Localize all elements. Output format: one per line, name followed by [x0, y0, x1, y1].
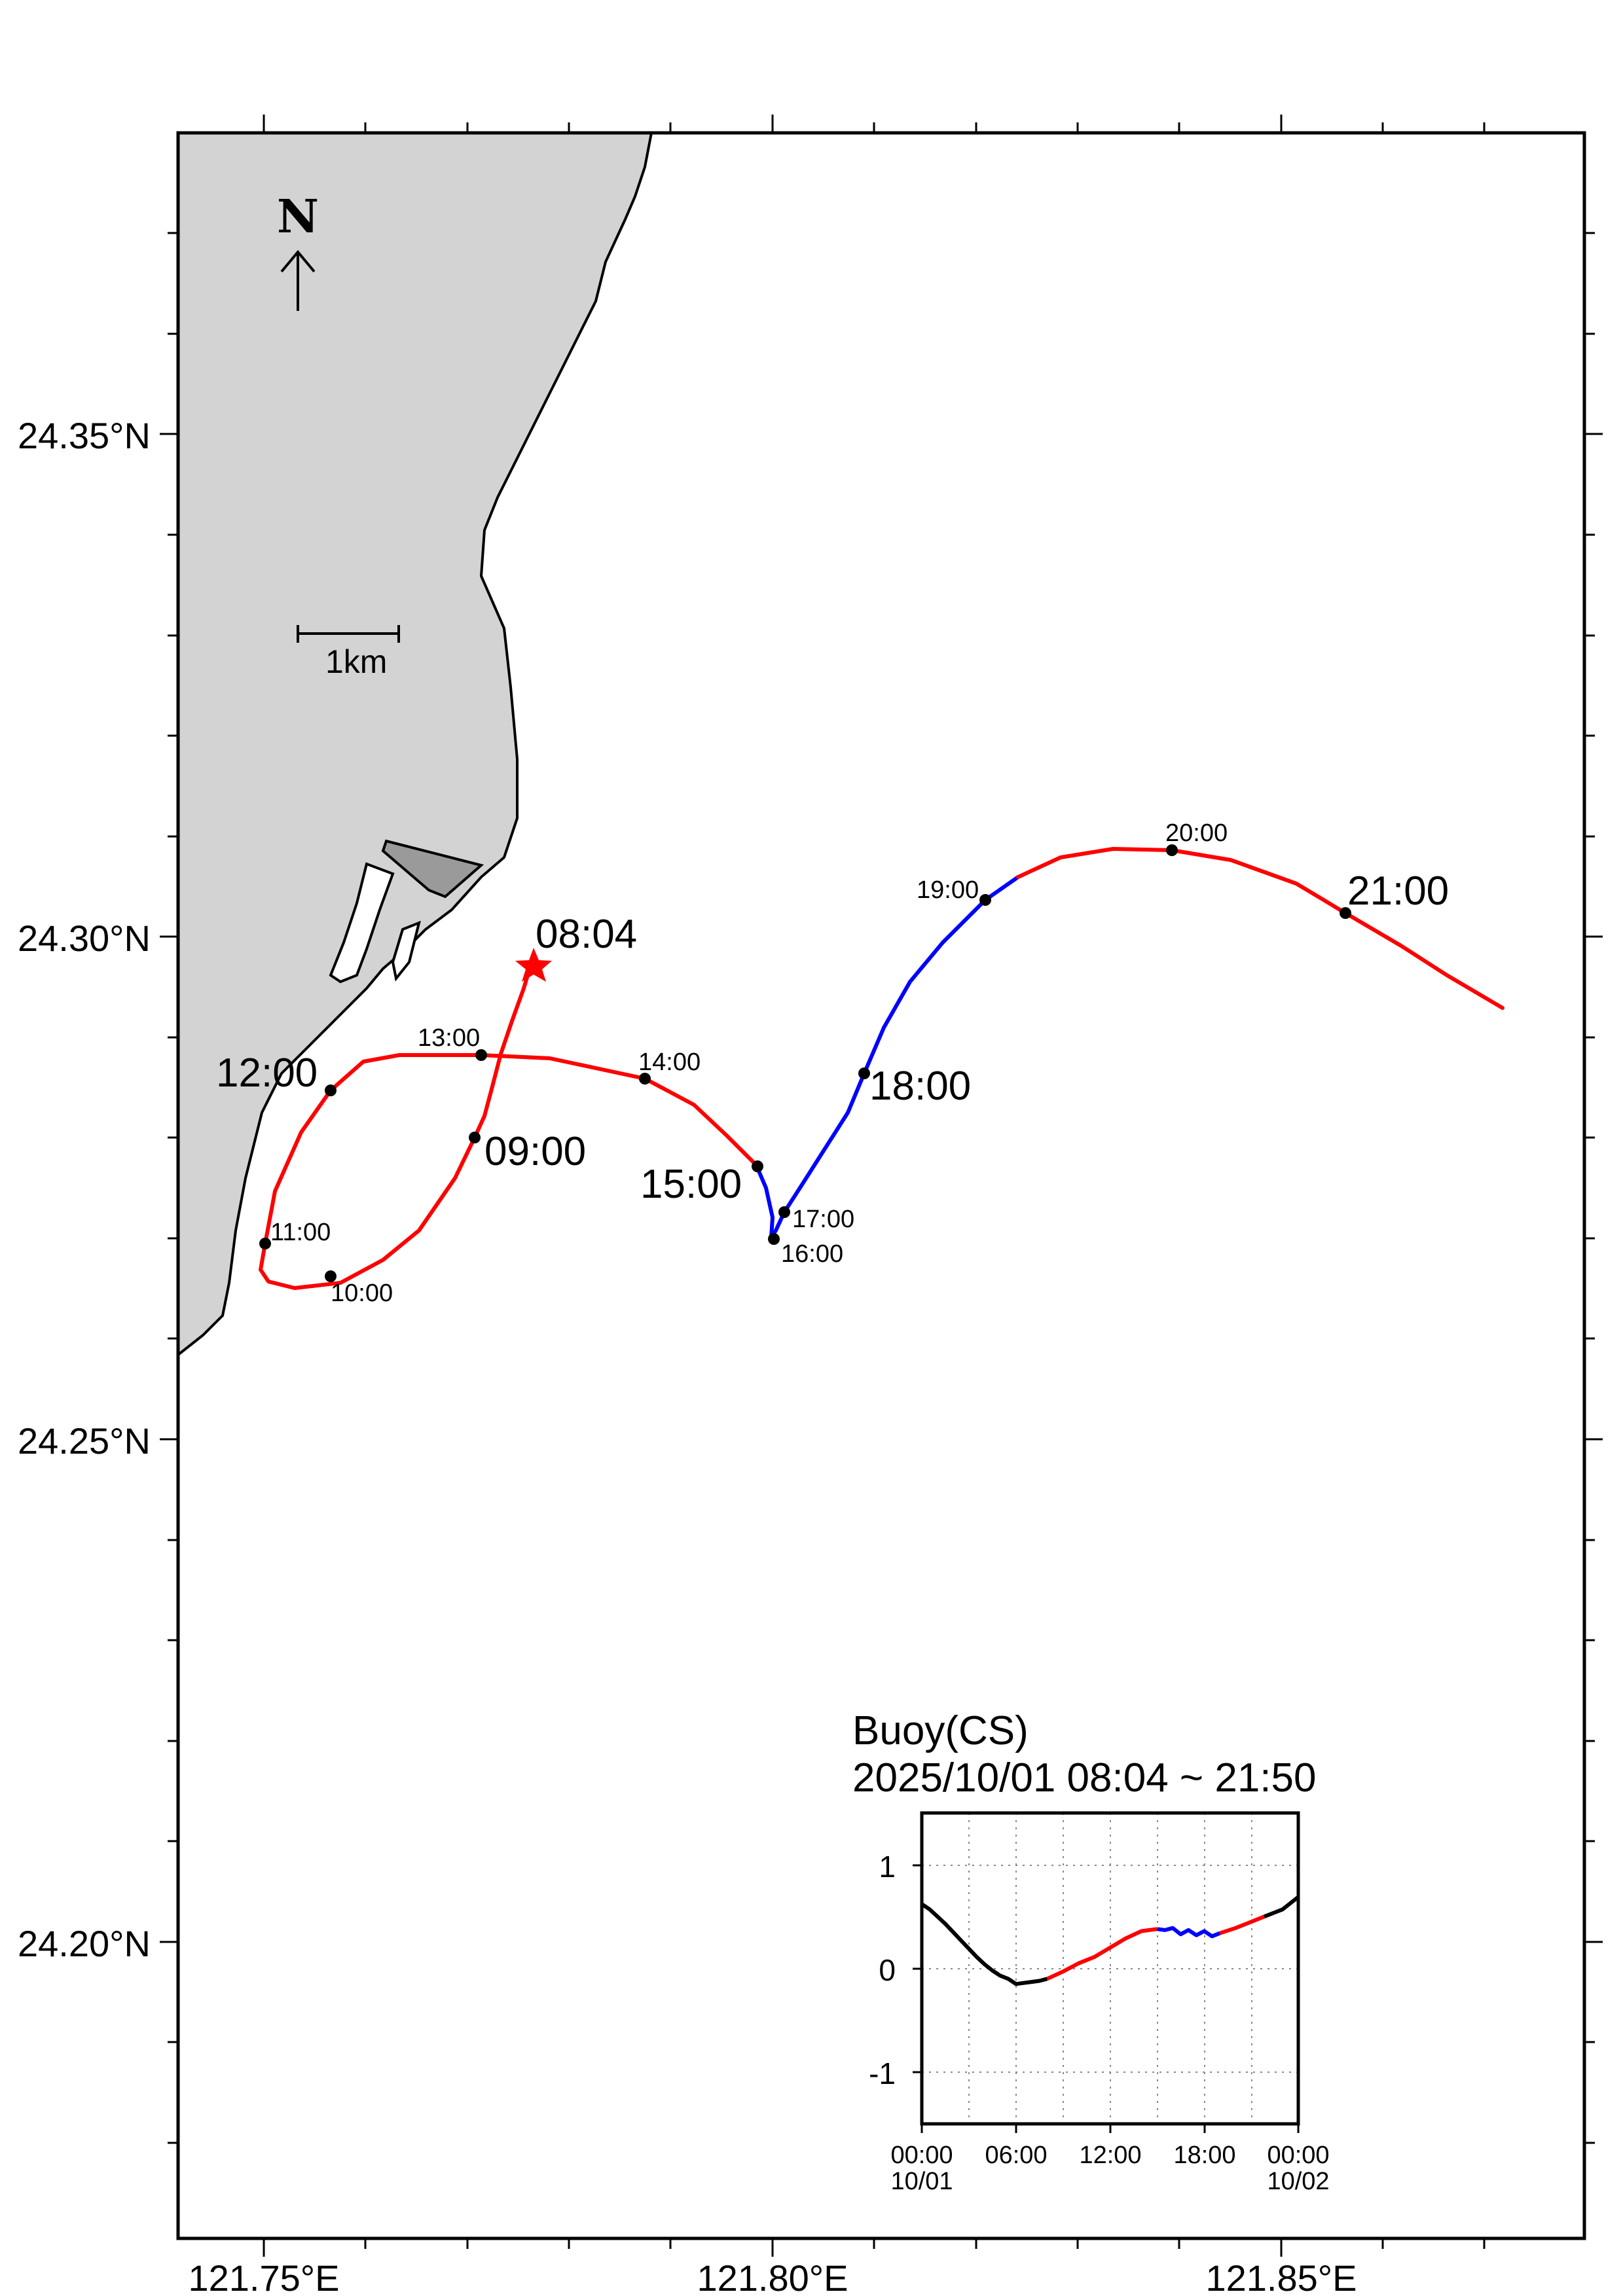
inset-ytick-neg1: -1: [869, 2056, 896, 2090]
inset-series-line-4: [1263, 1895, 1300, 1919]
inset-series: [921, 1895, 1300, 1986]
lat-label-2430: 24.30°N: [18, 918, 151, 959]
inset-xdate-0: 10/01: [890, 2168, 953, 2195]
inset-xdate-1: 10/02: [1267, 2168, 1329, 2195]
label-1500: 15:00: [640, 1162, 742, 1207]
port-pier: [391, 920, 421, 982]
inset-title: Buoy(CS): [852, 1708, 1029, 1753]
track-segment-blue: [754, 875, 1020, 1239]
inset-grid: [922, 1813, 1298, 2124]
inset-xtick-4: 00:00: [1267, 2142, 1329, 2169]
lon-label-12185: 121.85°E: [1205, 2257, 1357, 2296]
start-star-icon: [515, 948, 552, 982]
land-mass: [177, 132, 653, 1358]
inset-ytick-1: 1: [879, 1850, 896, 1884]
label-1700: 17:00: [792, 1206, 854, 1233]
label-1600: 16:00: [781, 1240, 843, 1268]
label-1300: 13:00: [418, 1024, 480, 1052]
track-segment-red-1: [259, 960, 758, 1290]
scale-bar: [297, 625, 400, 643]
label-2000: 20:00: [1165, 819, 1228, 847]
inset-xtick-3: 18:00: [1173, 2142, 1235, 2169]
track-segment-red-2: [1016, 847, 1504, 1010]
north-arrow-icon: [280, 249, 316, 311]
label-start: 08:04: [536, 912, 637, 957]
lon-label-12180: 121.80°E: [697, 2257, 848, 2296]
lat-label-2435: 24.35°N: [18, 415, 151, 456]
label-1800: 18:00: [869, 1064, 971, 1109]
label-1400: 14:00: [638, 1049, 701, 1076]
label-0900: 09:00: [484, 1129, 586, 1174]
label-1100: 11:00: [270, 1219, 331, 1246]
lat-label-2420: 24.20°N: [18, 1923, 151, 1964]
inset-series-line-3: [1219, 1914, 1266, 1935]
map-frame: [176, 131, 1586, 2240]
port-basin: [381, 839, 484, 899]
frame-ticks: [160, 115, 1603, 2257]
hour-markers: [259, 844, 1351, 1282]
inset-series-line-2: [1157, 1926, 1221, 1939]
inset-xtick-2: 12:00: [1079, 2142, 1141, 2169]
inset-series-line-1: [1046, 1927, 1158, 1981]
inset-ticks: [913, 1864, 1300, 2133]
scale-label: 1km: [325, 643, 387, 680]
inset-ytick-0: 0: [879, 1953, 896, 1987]
inset-xtick-0: 00:00: [890, 2142, 953, 2169]
port-breakwater: [329, 862, 395, 984]
inset-subtitle: 2025/10/01 08:04 ~ 21:50: [852, 1755, 1317, 1801]
label-1900: 19:00: [917, 876, 979, 904]
label-1200: 12:00: [216, 1050, 318, 1096]
label-1000: 10:00: [331, 1280, 393, 1307]
inset-series-line-0: [921, 1902, 1048, 1986]
lon-label-12175: 121.75°E: [188, 2257, 339, 2296]
lat-label-2425: 24.25°N: [18, 1420, 151, 1462]
label-2100: 21:00: [1347, 869, 1449, 914]
inset-xtick-1: 06:00: [985, 2142, 1047, 2169]
north-label: N: [277, 189, 319, 243]
